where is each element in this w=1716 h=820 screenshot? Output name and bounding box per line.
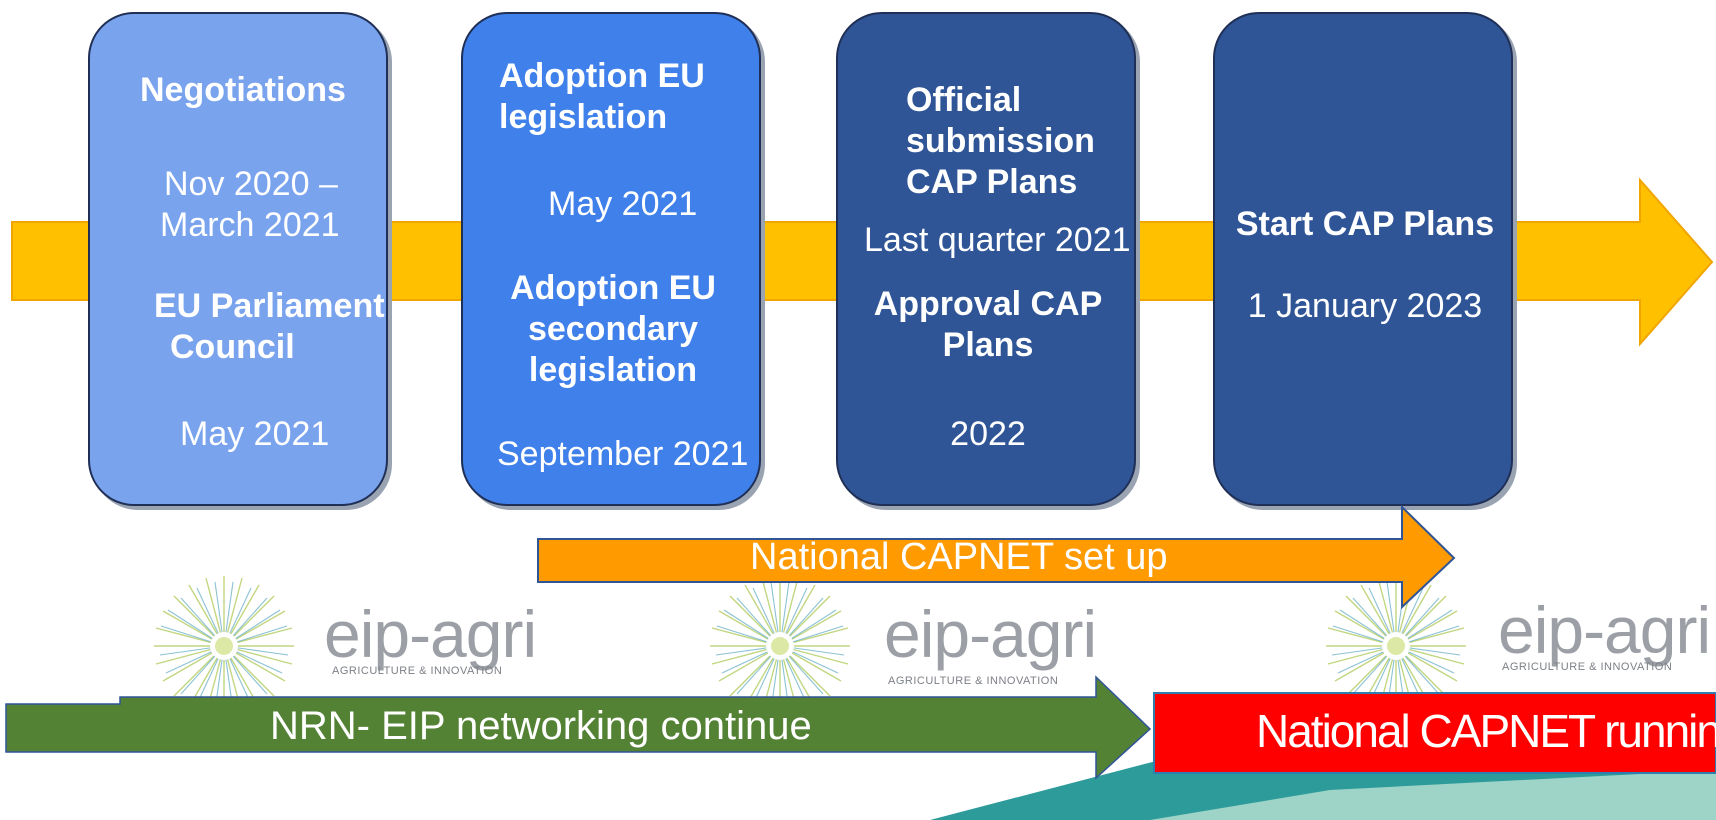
box-sub-line1: Adoption EU [510, 269, 716, 307]
box-title-line3: CAP Plans [906, 163, 1078, 201]
box-title-line1: Official [906, 81, 1022, 119]
logo-tagline: AGRICULTURE & INNOVATION [888, 675, 1059, 687]
box-date-line2: March 2021 [160, 206, 340, 244]
box-sub-line2: Council [170, 328, 295, 366]
phase-box-submission: Official submission CAP Plans Last quart… [836, 12, 1136, 506]
box-date2: May 2021 [180, 415, 330, 453]
setup-arrow-label: National CAPNET set up [750, 536, 1168, 578]
mint-wedge [1150, 770, 1716, 820]
logo-tagline: AGRICULTURE & INNOVATION [332, 665, 503, 677]
networking-arrow-label: NRN- EIP networking continue [270, 704, 812, 748]
phase-box-start: Start CAP Plans 1 January 2023 [1213, 12, 1513, 506]
logo-tagline: AGRICULTURE & INNOVATION [1502, 661, 1673, 673]
running-banner-label: National CAPNET running [1256, 705, 1716, 757]
box-title-line1: Adoption EU [499, 57, 705, 95]
networking-arrow [5, 675, 1152, 780]
box-title-line2: submission [906, 122, 1095, 160]
box-date2: September 2021 [497, 435, 749, 473]
box-date-line1: Nov 2020 – [164, 165, 338, 203]
box-date1: May 2021 [548, 185, 698, 223]
box-date1: 1 January 2023 [1247, 287, 1483, 325]
box-sub-line1: Approval CAP [873, 285, 1103, 323]
box-sub-line1: EU Parliament [154, 287, 385, 325]
box-title: Negotiations [140, 71, 346, 109]
box-title: Start CAP Plans [1235, 205, 1495, 243]
box-sub-line2: secondary [527, 310, 699, 348]
logo-wordmark: eip-agri [1498, 593, 1711, 667]
setup-arrow [537, 504, 1456, 610]
box-date2: 2022 [950, 415, 1026, 453]
box-sub-line3: legislation [528, 351, 698, 389]
running-banner [1153, 692, 1716, 774]
logo-wordmark: eip-agri [324, 597, 537, 671]
phase-box-negotiations: Negotiations Nov 2020 – March 2021 EU Pa… [88, 12, 388, 506]
phase-box-adoption: Adoption EU legislation May 2021 Adoptio… [461, 12, 761, 506]
box-date1: Last quarter 2021 [864, 221, 1131, 259]
box-title-line2: legislation [499, 98, 668, 136]
logo-wordmark: eip-agri [884, 597, 1097, 671]
box-sub-line2: Plans [942, 326, 1034, 364]
